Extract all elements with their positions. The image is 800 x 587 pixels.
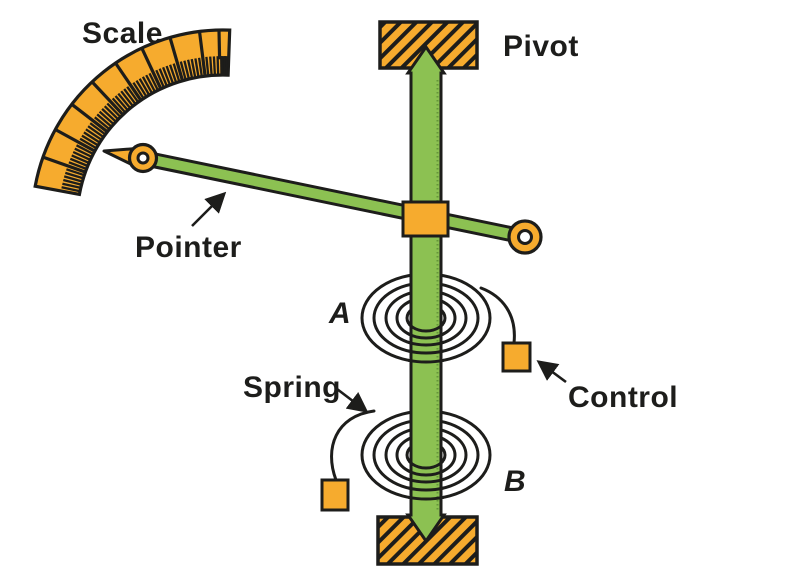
control-label: Control — [568, 381, 678, 414]
shaft-body — [405, 44, 447, 544]
pointer-label: Pointer — [135, 231, 242, 264]
spring-a-front-turns — [408, 322, 444, 364]
spring-a-anchor-post — [501, 341, 532, 373]
pointer-shaft — [147, 151, 527, 245]
spring-b-letter: B — [504, 465, 526, 498]
pointer-callout-arrow — [191, 191, 227, 227]
spring-label: Spring — [243, 371, 341, 404]
scale-tick-marks — [42, 29, 229, 193]
spring-b-tail — [330, 409, 376, 482]
scale-label: Scale — [82, 17, 163, 50]
spring-a-letter: A — [328, 297, 351, 330]
pointer-arm — [102, 142, 527, 245]
central-bearing-square — [401, 200, 450, 238]
spring-b-front-turns — [408, 459, 444, 501]
counterweight-ring-hole — [517, 229, 533, 245]
spindle-shaft — [405, 44, 447, 544]
control-callout-arrow — [536, 360, 567, 384]
spring-callout-arrow — [336, 387, 369, 413]
pivot-block-top — [378, 20, 479, 70]
scale-arc — [33, 28, 232, 197]
spring-a-tail — [479, 286, 516, 345]
pivot-label: Pivot — [503, 30, 579, 63]
pointer-hub-hole — [136, 151, 150, 165]
spring-b-anchor-post — [320, 478, 350, 512]
